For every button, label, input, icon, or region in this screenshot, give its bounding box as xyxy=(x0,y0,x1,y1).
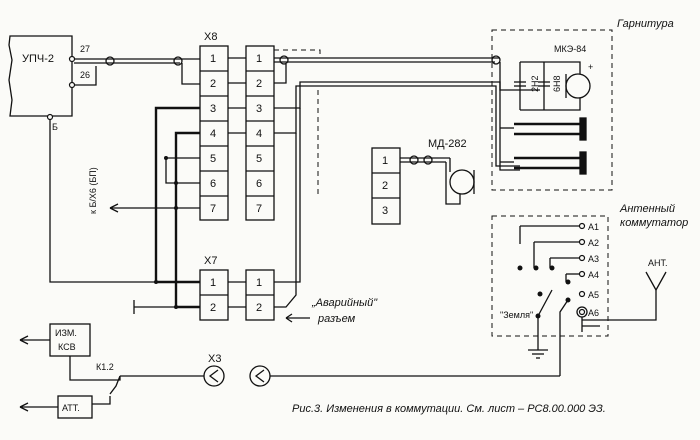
x7-pin-1: 1 xyxy=(210,277,216,289)
x8m-pin-7: 7 xyxy=(256,203,262,215)
mke84-label: МКЭ-84 xyxy=(554,44,586,54)
x7-connector: X7 1 2 1 2 xyxy=(199,255,275,321)
contact-a6: А6 xyxy=(588,308,599,318)
upch2-pin-27: 27 xyxy=(80,44,90,54)
contact-a2: А2 xyxy=(588,238,599,248)
mke84-plus: + xyxy=(588,62,593,72)
x3-label: X3 xyxy=(208,353,221,365)
x8-pin-2: 2 xyxy=(210,78,216,90)
k12-label: К1.2 xyxy=(96,362,114,372)
cap-6n8: 6Н8 xyxy=(552,75,562,92)
x8-cross-links xyxy=(228,57,246,308)
x8-label: X8 xyxy=(204,31,217,43)
cap-2n2: 2Н2 xyxy=(530,75,540,92)
antenna-switch-title-2: коммутатор xyxy=(620,217,688,229)
upch2-block: УПЧ-2 27 26 Б xyxy=(8,35,90,132)
ant-label: АНТ. xyxy=(648,258,668,268)
x8m-pin-6: 6 xyxy=(256,178,262,190)
ksv-att-section: ИЗМ. КСВ К1.2 АТТ. xyxy=(19,323,121,419)
zemlya-label: "Земля" xyxy=(500,310,533,320)
to-k6-label: к Б/Х6 (БП) xyxy=(88,167,98,214)
x7m-pin-2: 2 xyxy=(256,302,262,314)
ksv-label: КСВ xyxy=(58,342,76,352)
antenna-switch-title-1: Антенный xyxy=(619,203,675,215)
figure-caption: Рис.3. Изменения в коммутации. См. лист … xyxy=(292,403,606,415)
md-pin-3: 3 xyxy=(382,205,388,217)
x7m-pin-1: 1 xyxy=(256,277,262,289)
contact-a1: А1 xyxy=(588,222,599,232)
att-label: АТТ. xyxy=(62,403,80,413)
x7-label: X7 xyxy=(204,255,217,267)
x8-pin-7: 7 xyxy=(210,203,216,215)
headset-title: Гарнитура xyxy=(617,18,674,30)
headset-box: Гарнитура МКЭ-84 + 2Н2 6Н8 xyxy=(491,18,674,191)
x8m-pin-3: 3 xyxy=(256,103,262,115)
x8m-pin-2: 2 xyxy=(256,78,262,90)
emergency-connector-label: „Аварийный" разъем xyxy=(285,297,378,325)
x8-pin-6: 6 xyxy=(210,178,216,190)
emergency-line-2: разъем xyxy=(317,313,356,325)
emergency-line-1: „Аварийный" xyxy=(311,297,378,309)
headset-wiring xyxy=(274,49,540,308)
x8m-pin-4: 4 xyxy=(256,128,262,140)
x8-pin-1: 1 xyxy=(210,53,216,65)
x7-pin-2: 2 xyxy=(210,302,216,314)
x3-coax: X3 xyxy=(120,353,560,387)
x8m-pin-5: 5 xyxy=(256,153,262,165)
x8-mate-connector: 1 2 3 4 5 6 7 xyxy=(245,45,275,221)
x8-pin-3: 3 xyxy=(210,103,216,115)
md282-label: МД-282 xyxy=(428,138,467,150)
upch2-pin-b: Б xyxy=(52,122,58,132)
izm-label: ИЗМ. xyxy=(55,328,77,338)
upch2-label: УПЧ-2 xyxy=(22,53,54,65)
contact-a4: А4 xyxy=(588,270,599,280)
contact-a3: А3 xyxy=(588,254,599,264)
md282-block: 1 2 3 МД-282 xyxy=(371,138,475,225)
md-pin-1: 1 xyxy=(382,155,388,167)
x8m-pin-1: 1 xyxy=(256,53,262,65)
contact-a5: А5 xyxy=(588,290,599,300)
antenna-switch: Антенный коммутатор А1 А2 А3 А4 А5 А6 "З… xyxy=(491,203,688,376)
antenna-symbol: АНТ. xyxy=(645,258,668,292)
shielded-wires-upch xyxy=(74,56,200,86)
md-pin-2: 2 xyxy=(382,180,388,192)
x8-pin-5: 5 xyxy=(210,153,216,165)
x8-left-wiring: к Б/Х6 (БП) xyxy=(49,106,200,314)
x8-pin-4: 4 xyxy=(210,128,216,140)
upch2-pin-26: 26 xyxy=(80,70,90,80)
x8-connector: X8 1 2 3 4 5 6 7 xyxy=(199,31,229,221)
